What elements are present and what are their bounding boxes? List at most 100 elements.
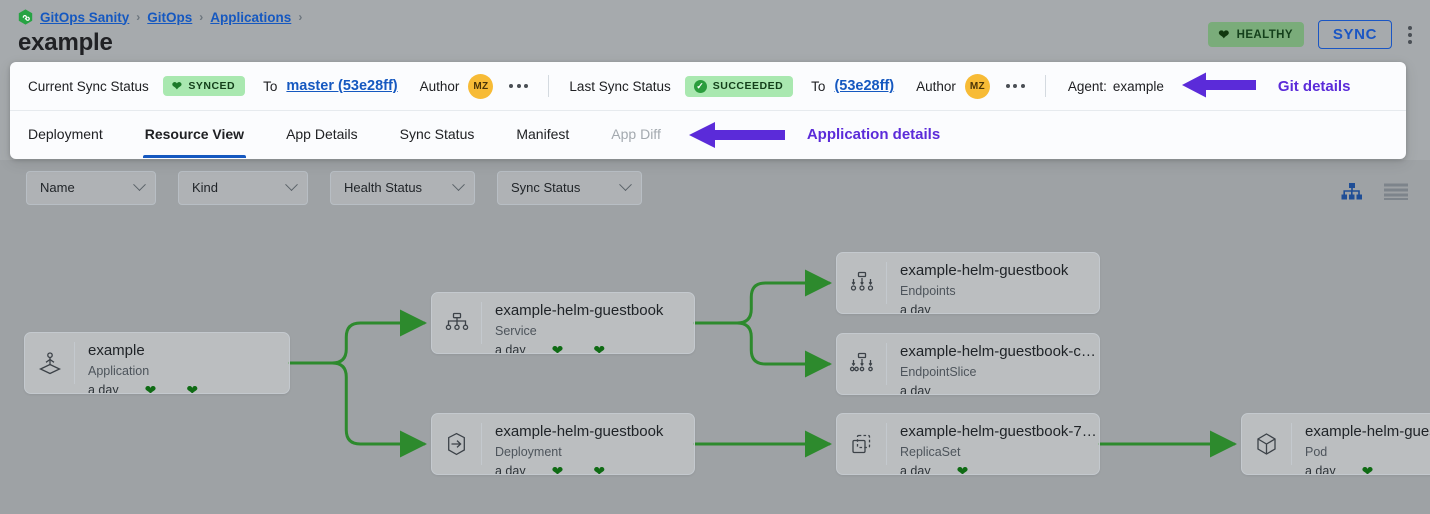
tab-deployment[interactable]: Deployment: [28, 125, 103, 142]
heart-icon: ❤: [186, 381, 199, 394]
tab-app-details[interactable]: App Details: [286, 125, 358, 142]
breadcrumb-link-2[interactable]: Applications: [210, 9, 292, 25]
divider: [1044, 75, 1046, 97]
heart-icon: ❤: [956, 462, 969, 475]
heart-icon: ❤: [593, 462, 606, 475]
node-age: a day: [900, 302, 931, 314]
breadcrumb-link-0[interactable]: GitOps Sanity: [40, 9, 130, 25]
current-sync-status-label: Current Sync Status: [28, 78, 149, 94]
kebab-horizontal-icon[interactable]: [509, 84, 529, 88]
node-kind: Deployment: [495, 444, 562, 459]
tab-resource-view[interactable]: Resource View: [142, 111, 247, 158]
tree-view-icon[interactable]: [1341, 183, 1362, 205]
tab-manifest[interactable]: Manifest: [516, 125, 570, 142]
node-kind: EndpointSlice: [900, 364, 977, 379]
breadcrumb-separator: ›: [136, 10, 141, 24]
node-kind: ReplicaSet: [900, 444, 961, 459]
current-to-label: To: [263, 78, 278, 94]
heart-icon: ❤: [1218, 27, 1230, 42]
divider: [886, 423, 887, 465]
breadcrumb-separator: ›: [298, 10, 303, 24]
git-details-annotation: Git details: [1277, 77, 1351, 95]
health-status-badge: ❤ HEALTHY: [1208, 22, 1304, 47]
kebab-vertical-icon[interactable]: [1406, 22, 1414, 48]
current-sync-badge: ❤ SYNCED: [162, 76, 246, 96]
node-age: a day: [88, 382, 119, 394]
avatar[interactable]: MZ: [964, 73, 990, 99]
node-age: a day: [495, 342, 526, 354]
last-revision-link[interactable]: (53e28ff): [834, 78, 895, 94]
last-sync-badge: ✓ SUCCEEDED: [684, 75, 794, 97]
arrow-left-icon: [1181, 70, 1256, 103]
tab-app-diff: App Diff: [611, 125, 661, 142]
list-view-icon[interactable]: [1384, 183, 1408, 205]
heart-icon: ❤: [551, 341, 564, 354]
node-age: a day: [900, 383, 931, 395]
filter-kind[interactable]: Kind: [178, 170, 308, 205]
divider: [1291, 423, 1292, 465]
header-actions: ❤ HEALTHY SYNC: [1208, 20, 1414, 49]
last-sync-status-label: Last Sync Status: [569, 78, 671, 94]
node-name: example-helm-guestbook: [495, 423, 664, 440]
divider: [548, 75, 550, 97]
node-age: a day: [495, 463, 526, 475]
filter-label: Name: [40, 180, 75, 195]
heart-icon: ❤: [144, 381, 157, 394]
node-meta: a day ❤: [1305, 463, 1430, 475]
sync-button[interactable]: SYNC: [1317, 20, 1392, 49]
divider: [74, 342, 75, 384]
application-details-panel: Current Sync Status ❤ SYNCED To master (…: [10, 62, 1406, 159]
arrow-left-icon: [688, 120, 785, 150]
chevron-down-icon: [452, 178, 465, 192]
current-revision-link[interactable]: master (53e28ff): [286, 78, 398, 94]
node-name: example-helm-guest: [1305, 423, 1430, 440]
replicaset-icon: [837, 414, 886, 474]
node-name: example-helm-guestbook: [495, 302, 664, 319]
endpoints-icon: [837, 253, 886, 313]
breadcrumb-link-1[interactable]: GitOps: [147, 9, 193, 25]
filter-label: Health Status: [344, 180, 423, 195]
filter-health-status[interactable]: Health Status: [330, 170, 475, 205]
node-kind: Application: [88, 363, 150, 378]
agent-value: example: [1112, 78, 1164, 94]
graph-edge: [693, 321, 832, 378]
avatar[interactable]: MZ: [468, 73, 494, 99]
node-name: example-helm-guestbook: [900, 262, 1069, 279]
chevron-down-icon: [619, 178, 632, 192]
node-age: a day: [900, 463, 931, 475]
filter-label: Sync Status: [511, 180, 581, 195]
check-circle-icon: ✓: [693, 79, 707, 93]
kebab-horizontal-icon[interactable]: [1005, 84, 1025, 88]
divider: [886, 343, 887, 385]
filter-sync-status[interactable]: Sync Status: [497, 170, 642, 205]
node-meta: a day: [900, 302, 1099, 314]
filter-name[interactable]: Name: [26, 170, 156, 205]
heart-icon: ❤: [593, 341, 606, 354]
node-meta: a day ❤: [900, 462, 1099, 475]
health-status-label: HEALTHY: [1236, 28, 1293, 41]
pod-icon: [1242, 414, 1291, 474]
chevron-down-icon: [133, 178, 146, 192]
node-meta: a day❤❤: [495, 462, 694, 475]
breadcrumb-separator: ›: [199, 10, 204, 24]
graph-edge: [288, 361, 427, 458]
endpointslice-icon: [837, 334, 886, 394]
agent-info: Agent:example: [1068, 79, 1164, 94]
divider: [481, 302, 482, 344]
node-age: a day: [1305, 463, 1336, 475]
divider: [886, 262, 887, 304]
tab-sync-status[interactable]: Sync Status: [399, 125, 475, 142]
node-status-icons: ❤: [1362, 464, 1374, 474]
